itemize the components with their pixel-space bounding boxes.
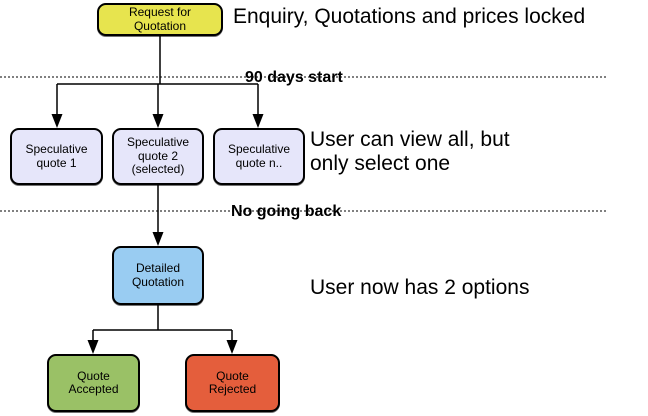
node-detailed-quotation: Detailed Quotation bbox=[112, 246, 204, 305]
annotation-90-days-start: 90 days start bbox=[245, 69, 343, 86]
annotation-no-going-back: No going back bbox=[231, 203, 342, 220]
node-speculative-quote-1: Speculative quote 1 bbox=[10, 128, 103, 185]
arrowhead bbox=[87, 340, 99, 354]
arrowhead bbox=[51, 114, 63, 128]
arrowhead bbox=[152, 232, 164, 246]
arrowhead bbox=[226, 340, 238, 354]
annotation-user-has-2-options: User now has 2 options bbox=[310, 276, 530, 299]
arrowhead bbox=[152, 114, 164, 128]
arrowhead bbox=[252, 114, 264, 128]
annotation-user-can-view-all: User can view all, but only select one bbox=[310, 128, 510, 175]
node-speculative-quote-n: Speculative quote n.. bbox=[213, 128, 305, 185]
node-request-for-quotation: Request for Quotation bbox=[97, 3, 223, 36]
node-speculative-quote-2-selected: Speculative quote 2 (selected) bbox=[112, 128, 204, 185]
annotation-enquiry-quotations-locked: Enquiry, Quotations and prices locked bbox=[233, 5, 586, 28]
node-quote-accepted: Quote Accepted bbox=[47, 354, 140, 412]
node-quote-rejected: Quote Rejected bbox=[185, 354, 280, 412]
